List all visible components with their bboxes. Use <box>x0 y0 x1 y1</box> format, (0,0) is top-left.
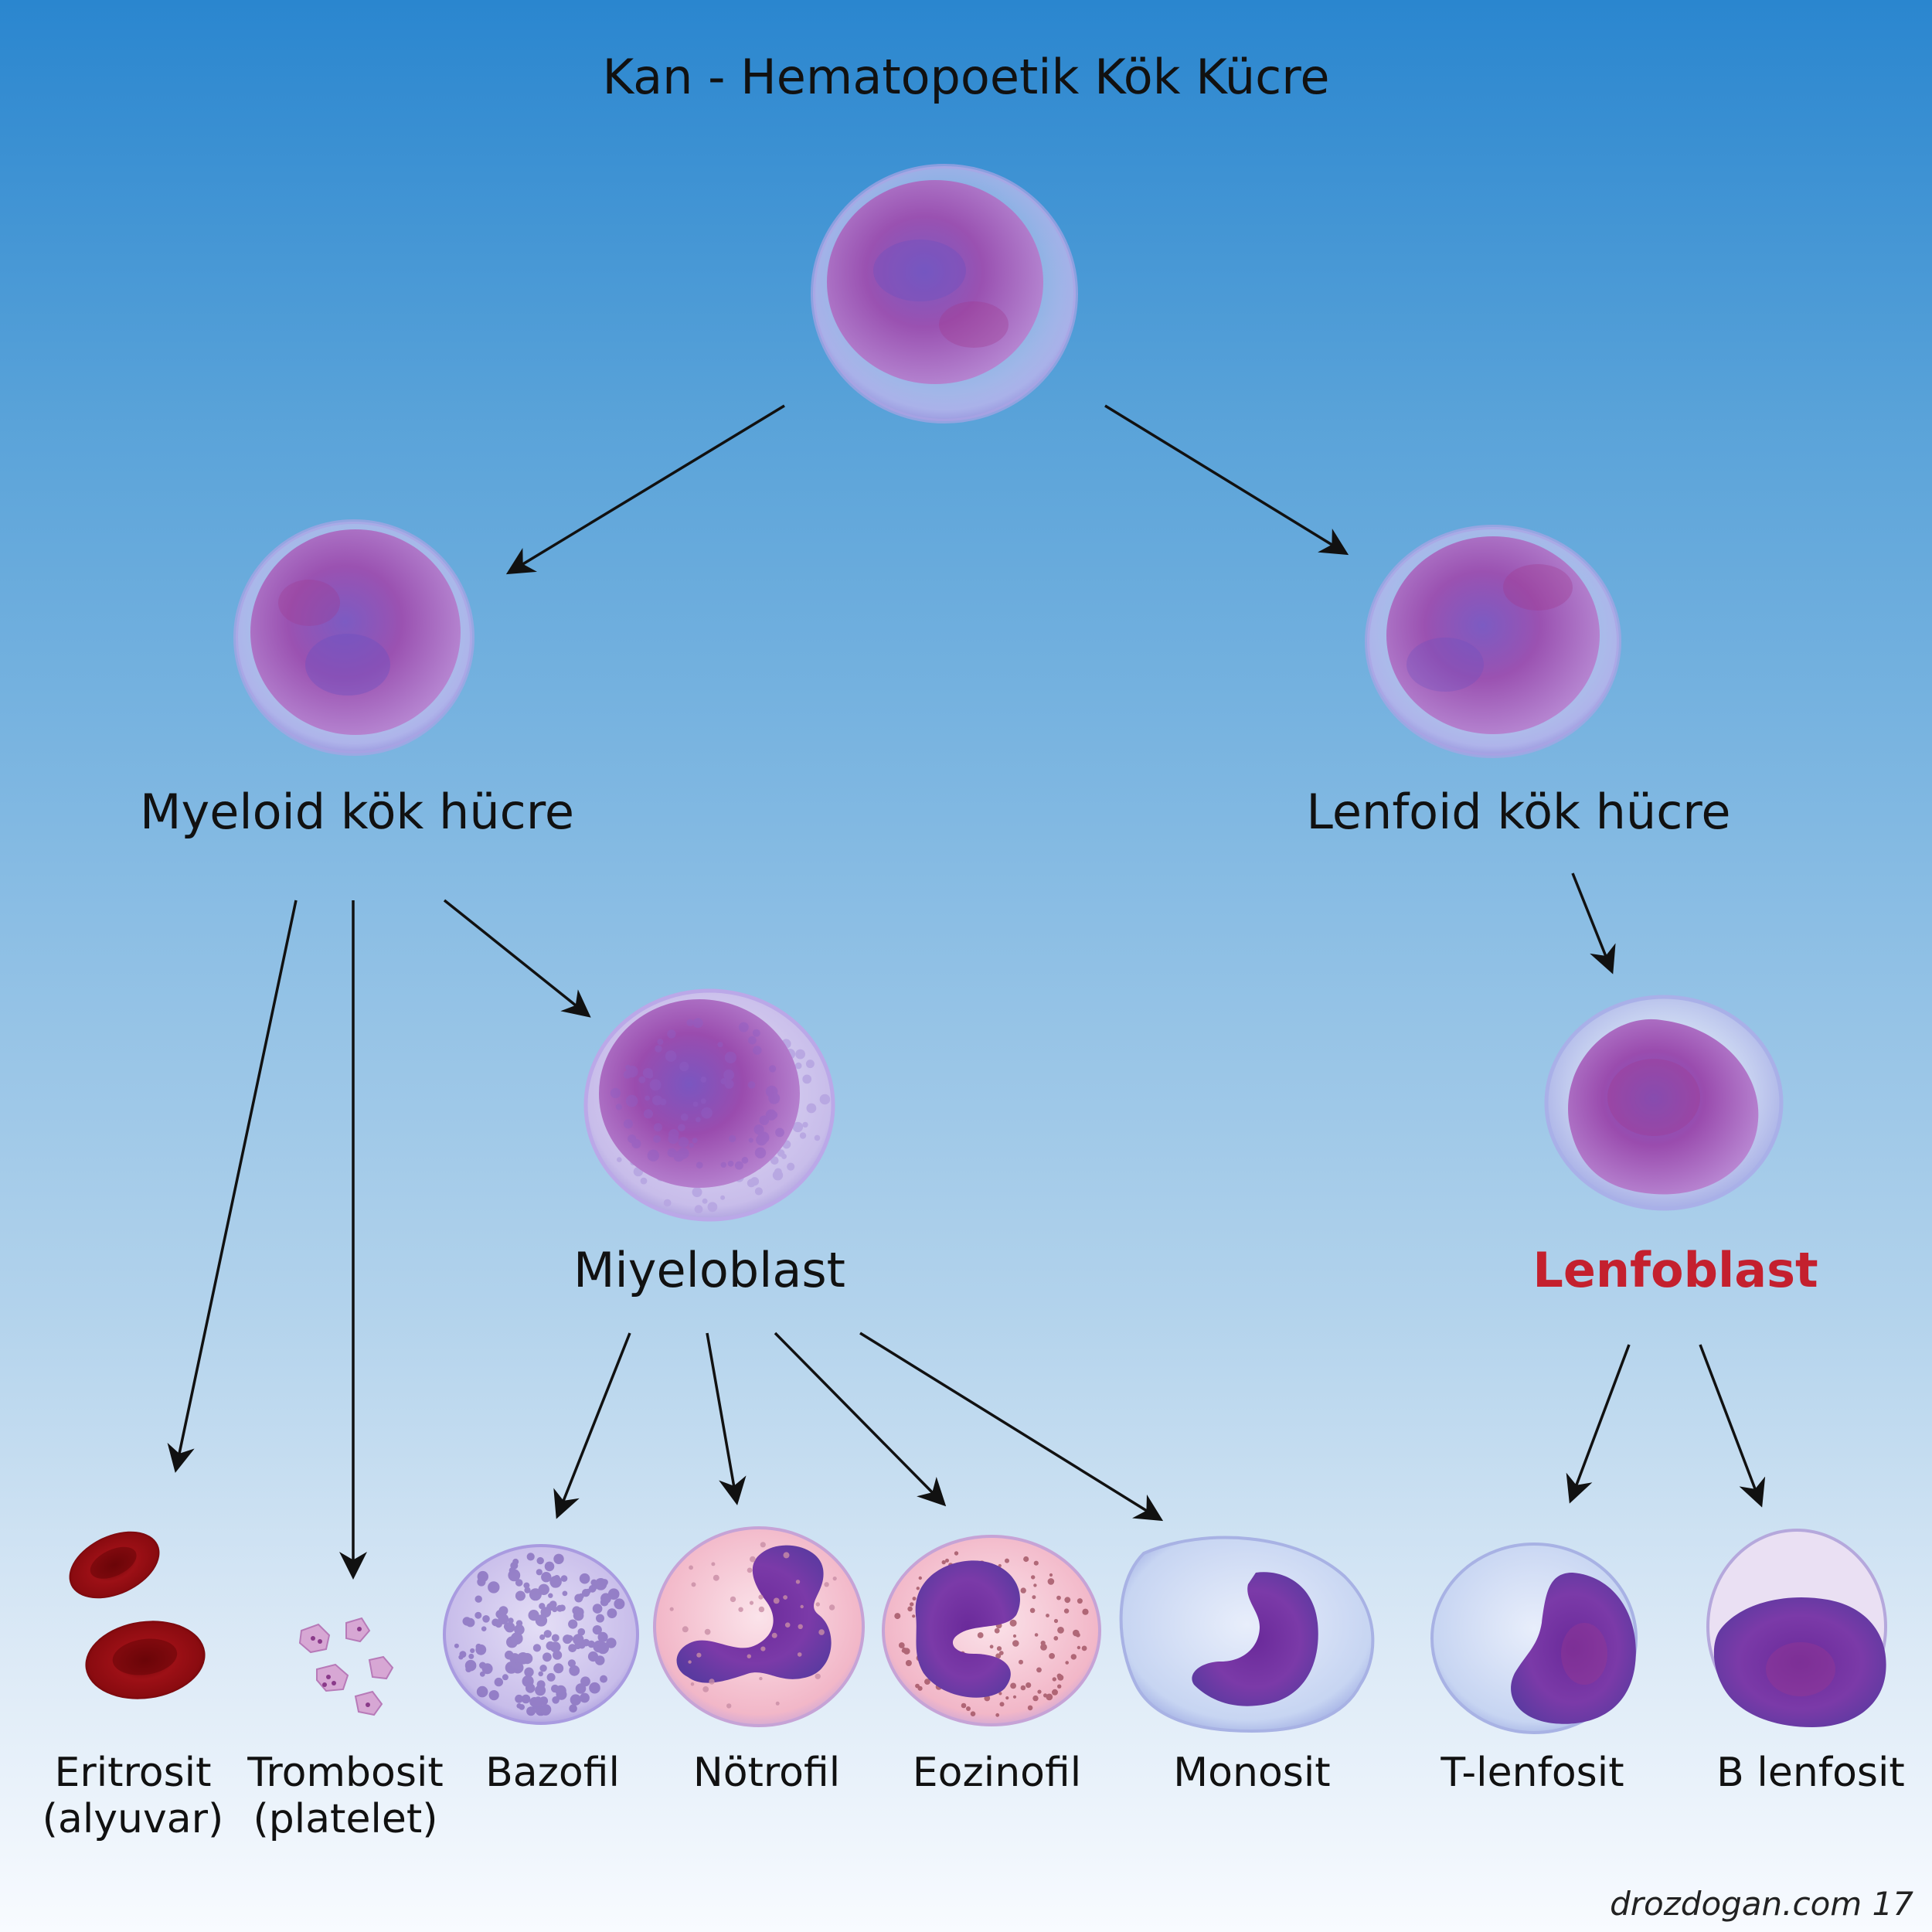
arrow-myeloblast-to-eosinophil <box>774 1332 947 1507</box>
basophil-label: Bazofil <box>485 1750 620 1796</box>
arrow-lymphoblast-to-t <box>1566 1344 1631 1504</box>
arrow-stem-to-lymphoid <box>1104 404 1349 556</box>
neutrophil-label: Nötrofil <box>692 1750 841 1796</box>
arrow-myeloid-to-erythrocyte <box>167 900 298 1473</box>
erythrocyte-icon <box>69 1531 206 1699</box>
lymphoid-label: Lenfoid kök hücre <box>1306 784 1731 840</box>
arrow-myeloblast-to-basophil <box>553 1332 631 1519</box>
arrow-lymphoblast-to-b <box>1699 1344 1766 1508</box>
b-lymphocyte-icon <box>1706 1529 1887 1727</box>
diagram-title: Kan - Hematopoetik Kök Kücre <box>602 49 1330 105</box>
myeloid-stem-cell-icon <box>233 519 474 756</box>
myeloblast-icon <box>583 988 835 1222</box>
arrow-myeloblast-to-neutrophil <box>706 1332 747 1505</box>
platelet-label-line2: (platelet) <box>253 1795 438 1842</box>
b-lymphocyte-label: B lenfosit <box>1716 1750 1905 1796</box>
t-lymphocyte-label: T-lenfosit <box>1440 1750 1624 1796</box>
stem-cell-icon <box>811 164 1078 423</box>
monocyte-label: Monosit <box>1173 1750 1331 1796</box>
arrow-stem-to-myeloid <box>505 404 785 575</box>
watermark: drozdogan.com 17 <box>1610 1885 1913 1923</box>
myeloid-label: Myeloid kök hücre <box>140 784 574 840</box>
lymphoblast-label: Lenfoblast <box>1532 1242 1818 1298</box>
eosinophil-icon <box>882 1535 1101 1726</box>
monocyte-icon <box>1119 1536 1375 1733</box>
erythrocyte-label: Eritrosit (alyuvar) <box>43 1750 224 1843</box>
basophil-icon <box>443 1544 639 1725</box>
arrow-lymphoid-to-lymphoblast <box>1571 872 1616 975</box>
neutrophil-icon <box>653 1526 865 1727</box>
platelet-label-line1: Trombosit <box>247 1750 444 1796</box>
myeloblast-label: Miyeloblast <box>573 1242 845 1298</box>
platelet-label: Trombosit (platelet) <box>247 1750 444 1843</box>
t-lymphocyte-icon <box>1430 1543 1638 1734</box>
arrows <box>167 404 1766 1580</box>
lymphoblast-icon <box>1544 995 1784 1211</box>
platelet-icon <box>298 1617 394 1716</box>
arrow-myeloid-to-myeloblast <box>443 899 591 1018</box>
eosinophil-label: Eozinofil <box>912 1750 1082 1796</box>
erythrocyte-label-line2: (alyuvar) <box>42 1795 224 1842</box>
erythrocyte-label-line1: Eritrosit <box>54 1750 212 1796</box>
arrow-myeloblast-to-monocyte <box>859 1332 1164 1522</box>
lymphoid-stem-cell-icon <box>1365 525 1621 758</box>
